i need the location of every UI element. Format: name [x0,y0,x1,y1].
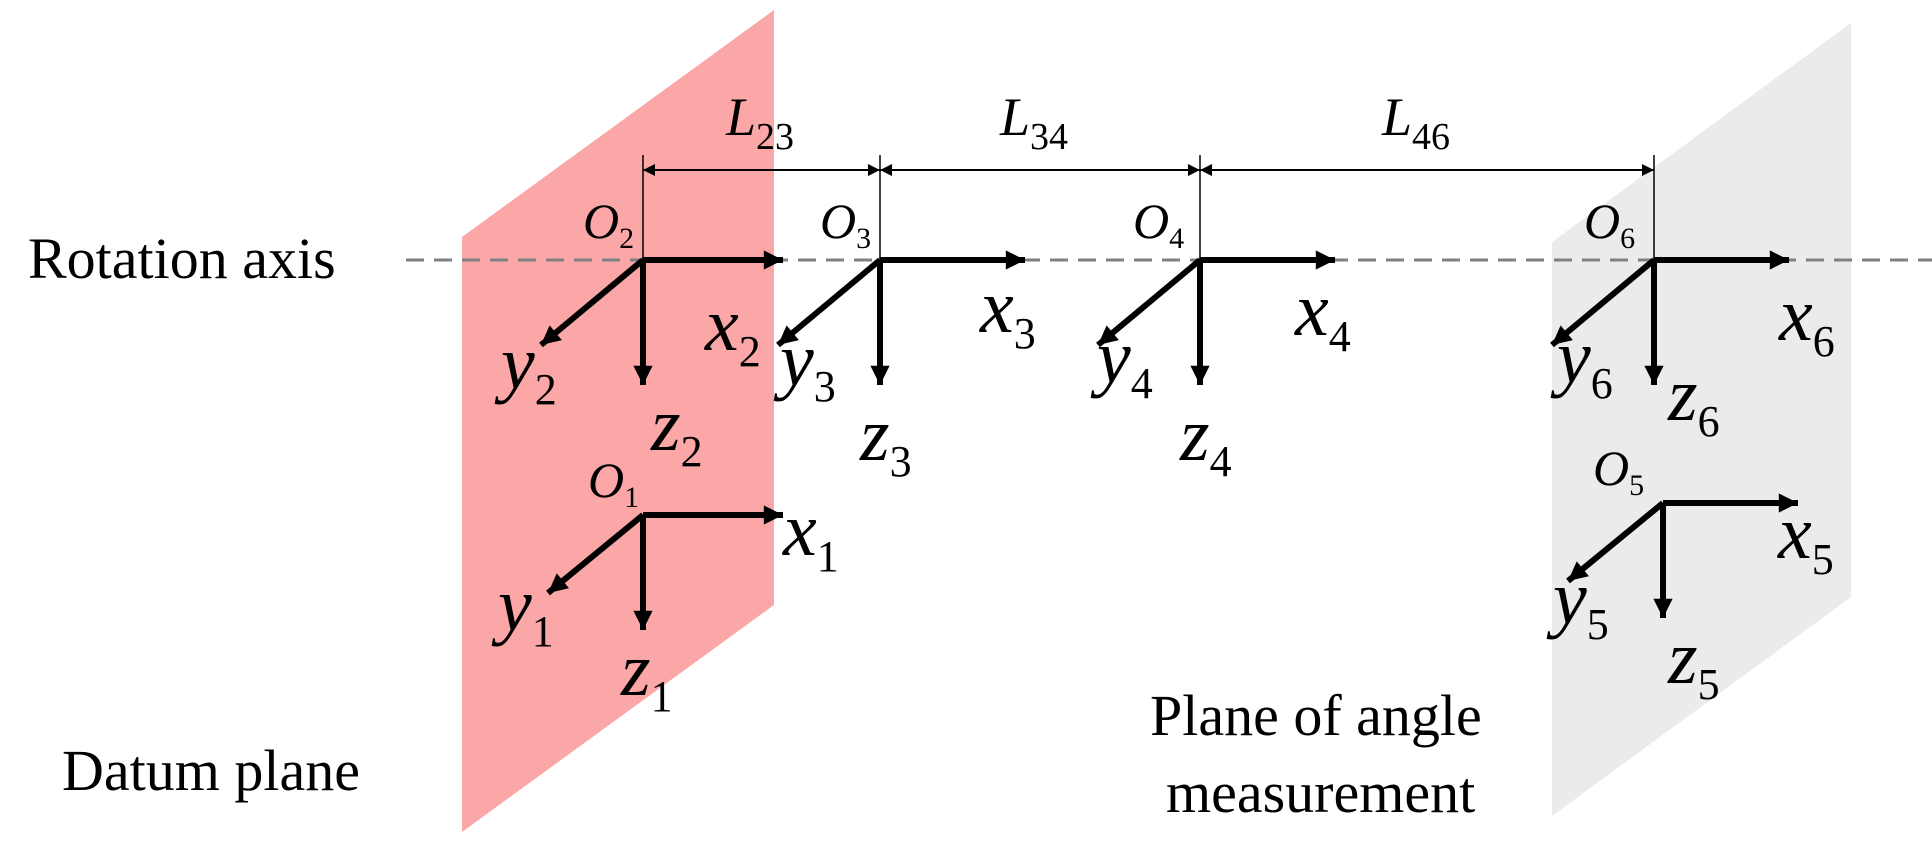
measurement-plane-label-line2: measurement [1166,760,1475,825]
dimension-label-l23: L23 [725,87,794,158]
dimension-label-l46: L46 [1381,87,1450,158]
x-axis-label-6: x6 [1778,273,1835,366]
frame-2: O2 x2 y2 z2 [494,193,783,476]
datum-plane [462,10,774,832]
y-axis-label-2: y2 [494,321,557,414]
datum-plane-label: Datum plane [62,738,360,803]
z-axis-label-6: z6 [1667,353,1720,446]
z-axis-label-4: z4 [1179,393,1232,486]
z-axis-label-1: z1 [620,628,673,721]
frame-4: O4 x4 y4 z4 [1090,193,1351,486]
origin-label-2: O2 [583,193,634,255]
y-axis-arrow-2 [539,257,645,348]
measurement-plane-label-line1: Plane of angle [1150,683,1482,748]
y-axis-label-3: y3 [773,318,836,411]
y-axis-label-4: y4 [1090,315,1153,408]
y-axis-arrow-4 [1096,257,1202,348]
frame-6: O6 x6 y6 z6 [1550,193,1835,446]
z-axis-label-3: z3 [859,393,912,486]
origin-label-3: O3 [820,193,871,255]
frame-1: O1 x1 y1 z1 [491,452,839,721]
y-axis-arrow-6 [1550,257,1656,348]
measurement-plane [1552,23,1851,816]
x-axis-label-5: x5 [1777,491,1834,584]
origin-label-4: O4 [1133,193,1184,255]
y-axis-arrow-5 [1566,500,1665,584]
y-axis-label-5: y5 [1546,556,1609,649]
z-axis-label-2: z2 [650,383,703,476]
x-axis-label-4: x4 [1294,268,1351,361]
frame-5: O5 x5 y5 z5 [1546,440,1834,709]
x-axis-label-3: x3 [979,265,1036,358]
origin-label-1: O1 [588,452,639,514]
y-axis-arrow-3 [776,257,882,348]
y-axis-label-6: y6 [1550,315,1613,408]
origin-label-6: O6 [1584,193,1635,255]
dimension-label-l34: L34 [999,87,1068,158]
z-axis-label-5: z5 [1667,616,1720,709]
y-axis-arrow-1 [546,512,645,596]
y-axis-label-1: y1 [491,563,554,656]
x-axis-label-1: x1 [782,488,839,581]
rotation-axis-label: Rotation axis [28,226,336,291]
x-axis-label-2: x2 [704,283,761,376]
origin-label-5: O5 [1593,440,1644,502]
